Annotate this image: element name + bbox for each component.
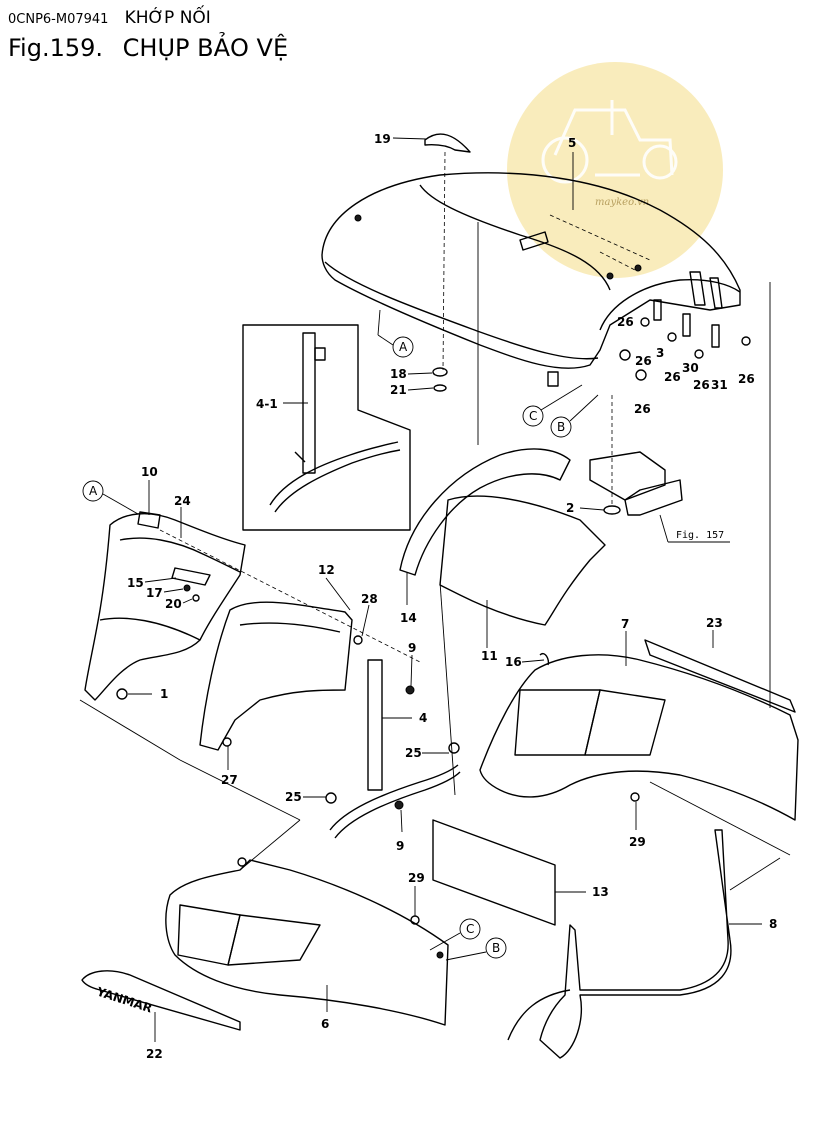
circle-ref-a-top bbox=[392, 336, 414, 358]
hardware-right bbox=[432, 299, 751, 392]
svg-text:B: B bbox=[557, 420, 565, 434]
figure-title: Fig.159. CHỤP BẢO VỆ bbox=[8, 32, 288, 64]
callout-22: 22 bbox=[146, 1047, 163, 1061]
part-19 bbox=[424, 133, 471, 153]
callout-26b: 26 bbox=[635, 354, 652, 368]
inset-4-1 bbox=[242, 324, 411, 531]
watermark: maykeo.vn bbox=[507, 62, 723, 278]
callout-23: 23 bbox=[706, 616, 723, 630]
callout-26f: 26 bbox=[738, 372, 755, 386]
callout-26e: 26 bbox=[693, 378, 710, 392]
callout-7: 7 bbox=[621, 617, 629, 631]
callout-9a: 9 bbox=[408, 641, 416, 655]
callout-28: 28 bbox=[361, 592, 378, 606]
callout-5: 5 bbox=[568, 136, 576, 150]
circle-ref-b-bottom bbox=[485, 937, 507, 959]
callout-10: 10 bbox=[141, 465, 158, 479]
tractor-icon bbox=[541, 100, 678, 184]
callout-19: 19 bbox=[374, 132, 391, 146]
callout-4-1: 4-1 bbox=[256, 397, 278, 411]
part-12-panel bbox=[199, 601, 363, 751]
callout-3: 3 bbox=[656, 346, 664, 360]
callout-15: 15 bbox=[127, 576, 144, 590]
callout-30: 30 bbox=[682, 361, 699, 375]
callout-24: 24 bbox=[174, 494, 191, 508]
callout-25b: 25 bbox=[285, 790, 302, 804]
part-4-stay bbox=[325, 659, 461, 839]
callout-27: 27 bbox=[221, 773, 238, 787]
callout-8: 8 bbox=[769, 917, 777, 931]
callout-13: 13 bbox=[592, 885, 609, 899]
callout-21: 21 bbox=[390, 383, 407, 397]
circle-ref-c-bottom bbox=[459, 918, 481, 940]
callout-11: 11 bbox=[481, 649, 498, 663]
figure-ref: Fig. 157 bbox=[676, 530, 724, 541]
figure-number: Fig.159. bbox=[8, 34, 104, 62]
callout-1: 1 bbox=[160, 687, 168, 701]
subtitle: KHỚP NỐI bbox=[124, 8, 211, 28]
brand-text: YANMAR bbox=[94, 984, 154, 1015]
svg-text:A: A bbox=[89, 484, 98, 498]
circle-ref-b-top bbox=[550, 416, 572, 438]
hood-top bbox=[321, 172, 741, 387]
circle-refs: A A C B C B bbox=[82, 334, 599, 961]
callout-26a: 26 bbox=[617, 315, 634, 329]
callout-26c: 26 bbox=[634, 402, 651, 416]
circle-ref-c-top bbox=[522, 405, 544, 427]
assembly-leaders bbox=[79, 282, 791, 891]
callout-4: 4 bbox=[419, 711, 427, 725]
svg-text:C: C bbox=[466, 922, 474, 936]
part-7-shroud bbox=[479, 639, 799, 821]
callout-9b: 9 bbox=[396, 839, 404, 853]
watermark-circle bbox=[507, 62, 723, 278]
part-22-emblem: YANMAR bbox=[81, 970, 241, 1031]
callout-14: 14 bbox=[400, 611, 417, 625]
part-13-panel bbox=[432, 819, 556, 926]
callout-6: 6 bbox=[321, 1017, 329, 1031]
callout-18: 18 bbox=[390, 367, 407, 381]
part-10-shroud bbox=[84, 511, 246, 701]
callout-12: 12 bbox=[318, 563, 335, 577]
watermark-text: maykeo.vn bbox=[595, 197, 649, 208]
callout-17: 17 bbox=[146, 586, 163, 600]
callout-2: 2 bbox=[566, 501, 574, 515]
callout-29b: 29 bbox=[408, 871, 425, 885]
callout-29a: 29 bbox=[629, 835, 646, 849]
part-code: 0CNP6-M07941 bbox=[8, 12, 109, 27]
callout-26d: 26 bbox=[664, 370, 681, 384]
part-6-panel bbox=[165, 857, 449, 1026]
header: 0CNP6-M07941 KHỚP NỐI Fig.159. CHỤP BẢO … bbox=[8, 8, 288, 64]
callout-31: 31 bbox=[711, 378, 728, 392]
figure-name: CHỤP BẢO VỆ bbox=[122, 34, 289, 62]
svg-text:A: A bbox=[399, 340, 408, 354]
part-2-bracket: Fig. 157 bbox=[589, 395, 730, 543]
circle-ref-a-left bbox=[82, 480, 104, 502]
callout-20: 20 bbox=[165, 597, 182, 611]
code-line: 0CNP6-M07941 KHỚP NỐI bbox=[8, 8, 288, 30]
svg-text:C: C bbox=[529, 409, 537, 423]
callout-25a: 25 bbox=[405, 746, 422, 760]
callout-16: 16 bbox=[505, 655, 522, 669]
svg-text:B: B bbox=[492, 941, 500, 955]
callouts: 19 5 18 21 26 26 26 26 26 26 3 30 31 2 4… bbox=[127, 132, 777, 1061]
part-8-frame bbox=[507, 829, 732, 1059]
part-14-11 bbox=[399, 222, 606, 626]
